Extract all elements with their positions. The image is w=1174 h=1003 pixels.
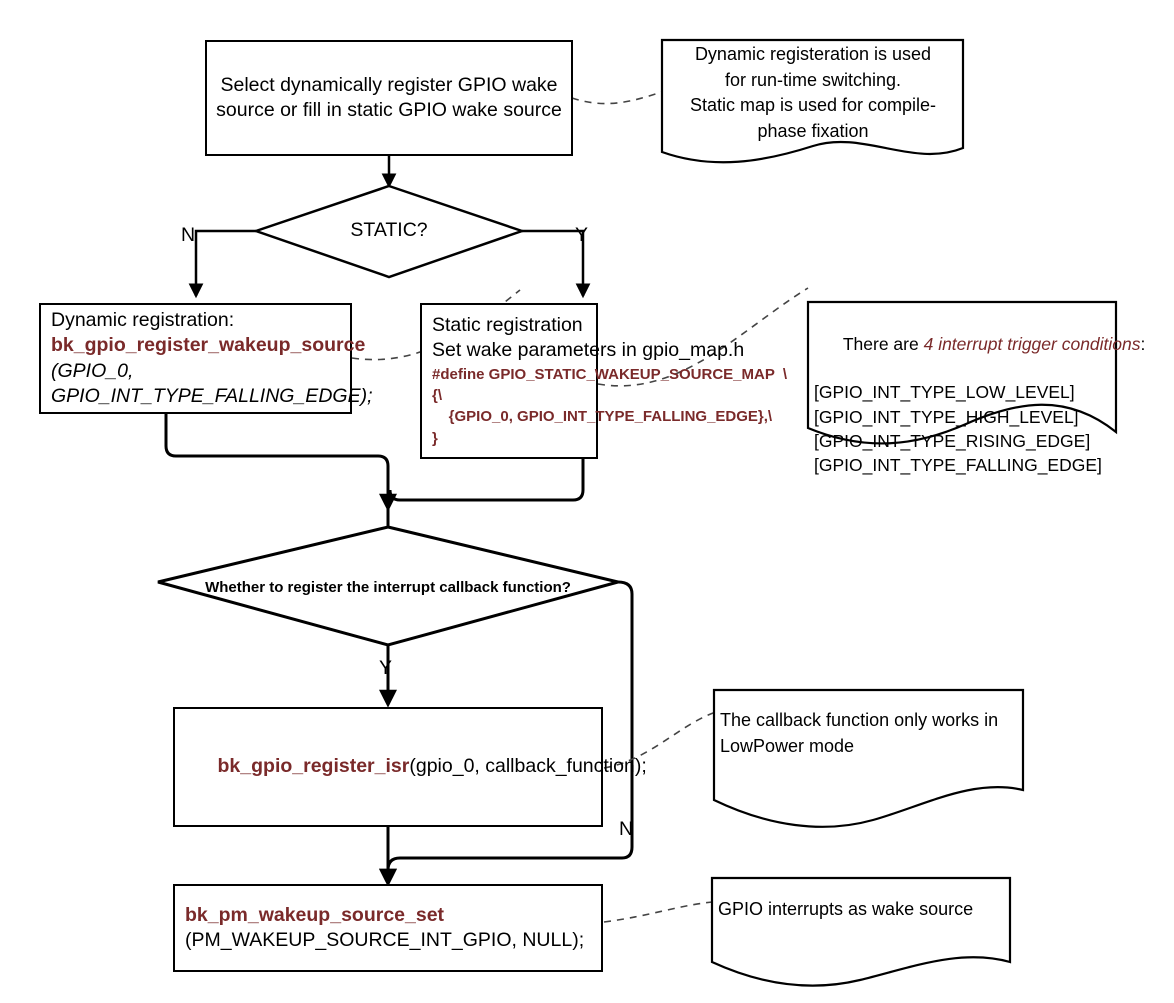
callback-lowpower-note: The callback function only works in LowP… (720, 708, 1015, 759)
wakeup-source-set-func: bk_pm_wakeup_source_set (185, 903, 445, 926)
static-line-subtitle: Set wake parameters in gpio_map.h (432, 339, 745, 362)
trigger-condition-item-1: [GPIO_INT_TYPE_LOW_LEVEL] (814, 382, 1075, 403)
static-branch-yes-label: Y (575, 224, 589, 246)
trigger-condition-item-4: [GPIO_INT_TYPE_FALLING_EDGE] (814, 454, 1102, 475)
edge-static-no (188, 229, 256, 299)
callout-start-to-note (571, 91, 663, 105)
start-line-2: source or fill in static GPIO wake sourc… (216, 99, 562, 121)
trigger-heading-prefix: There are (842, 334, 924, 355)
static-line-openbrace: {\ (432, 387, 443, 405)
edge-static-yes (522, 229, 591, 299)
trigger-condition-item-3: [GPIO_INT_TYPE_RISING_EDGE] (814, 430, 1091, 451)
dynamic-static-note-line-2: for run-time switching. (724, 69, 902, 90)
gpio-wake-source-note: GPIO interrupts as wake source (718, 897, 1008, 923)
static-line-entry: {GPIO_0, GPIO_INT_TYPE_FALLING_EDGE},\ (432, 408, 773, 426)
static-line-closebrace: } (432, 429, 438, 447)
callback-branch-no-label: N (619, 818, 634, 840)
dynamic-line-title: Dynamic registration: (51, 308, 235, 331)
edge-static-merge (388, 459, 585, 502)
callback-note-line-1: The callback function only works in (720, 710, 999, 730)
select-wake-source-box[interactable]: Select dynamically register GPIO wake so… (205, 40, 573, 156)
callout-wakeup-to-note (603, 901, 713, 923)
callback-branch-yes-label: Y (379, 657, 393, 679)
register-isr-args: (gpio_0, callback_function); (409, 755, 647, 778)
static-branch-no-label: N (181, 224, 196, 246)
dynamic-static-note-line-3: Static map is used for compile- (689, 95, 937, 116)
diamond-static (252, 184, 526, 279)
trigger-heading-suffix: : (1140, 334, 1146, 355)
wakeup-source-set-box[interactable]: bk_pm_wakeup_source_set (PM_WAKEUP_SOURC… (173, 884, 603, 972)
dynamic-static-note-line-1: Dynamic registeration is used (694, 44, 932, 64)
trigger-condition-item-2: [GPIO_INT_TYPE_HIGH_LEVEL] (814, 406, 1079, 427)
dynamic-static-note: Dynamic registeration is used for run-ti… (666, 42, 960, 144)
dynamic-line-func: bk_gpio_register_wakeup_source (51, 334, 366, 357)
diamond-callback (157, 525, 619, 647)
start-line-1: Select dynamically register GPIO wake (220, 73, 558, 96)
dynamic-line-arg2: GPIO_INT_TYPE_FALLING_EDGE); (51, 384, 373, 407)
static-decision-label: STATIC? (350, 219, 428, 241)
register-isr-text: bk_gpio_register_isr(gpio_0, callback_fu… (185, 731, 647, 802)
static-line-title: Static registration (432, 314, 583, 337)
trigger-conditions-note: There are 4 interrupt trigger conditions… (814, 308, 1146, 477)
wakeup-source-set-args: (PM_WAKEUP_SOURCE_INT_GPIO, NULL); (185, 929, 585, 951)
note-shape-wake-source (710, 876, 1012, 987)
wake-source-note-line-1: GPIO interrupts as wake source (718, 899, 974, 919)
static-registration-box[interactable]: Static registration Set wake parameters … (420, 303, 788, 459)
callback-decision-label: Whether to register the interrupt callba… (205, 579, 571, 596)
trigger-conditions-heading: There are 4 interrupt trigger conditions… (814, 308, 1146, 380)
static-line-define: #define GPIO_STATIC_WAKEUP_SOURCE_MAP \ (432, 365, 788, 383)
register-isr-func: bk_gpio_register_isr (217, 755, 410, 778)
edge-dynamic-merge (164, 414, 397, 512)
dynamic-registration-box[interactable]: Dynamic registration: bk_gpio_register_w… (39, 303, 373, 414)
register-isr-box[interactable]: bk_gpio_register_isr(gpio_0, callback_fu… (173, 707, 647, 827)
trigger-heading-emphasis: 4 interrupt trigger conditions (923, 334, 1141, 355)
dynamic-line-arg1: (GPIO_0, (51, 359, 134, 382)
dynamic-static-note-line-4: phase fixation (757, 120, 869, 141)
callback-note-line-2: LowPower mode (720, 735, 855, 756)
